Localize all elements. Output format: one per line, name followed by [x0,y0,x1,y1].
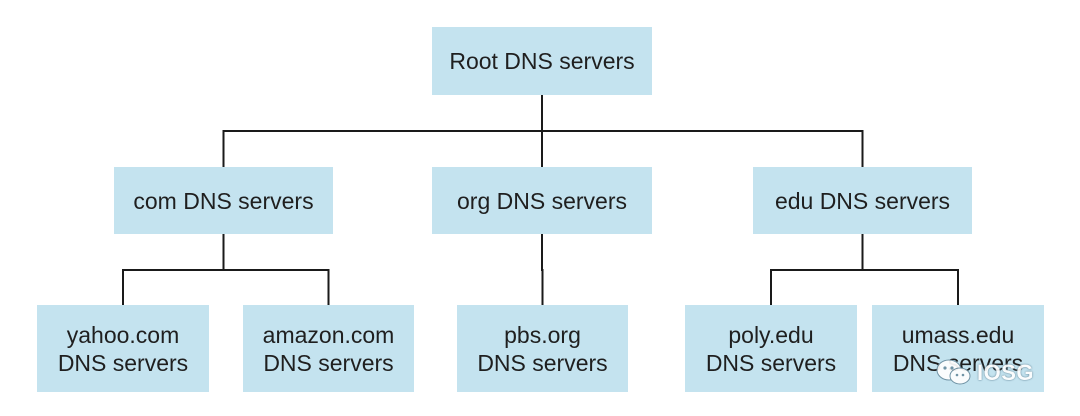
org-dns-servers-node: org DNS servers [432,167,652,234]
edu-dns-servers-node: edu DNS servers [753,167,972,234]
umass-domain-label: umass.edu [901,321,1015,348]
edge-edu-to-poly [770,234,864,305]
pbs-servers-label: DNS servers [477,349,608,376]
watermark: IOSG [935,356,1050,390]
edge-org-to-pbs [541,234,544,305]
com-dns-servers-node: com DNS servers [114,167,333,234]
poly-domain-label: poly.edu [728,321,814,348]
edge-root-to-edu [541,95,864,167]
edge-com-to-amazon [222,234,330,305]
edu-dns-servers-label: edu DNS servers [774,187,951,214]
edge-com-to-yahoo [122,234,225,305]
com-dns-servers-label: com DNS servers [133,187,314,214]
yahoo-servers-label: DNS servers [57,349,189,376]
poly-servers-label: DNS servers [705,349,837,376]
amazon-domain-label: amazon.com [262,321,395,348]
amazon-dns-servers-node: amazon.com DNS servers [243,305,414,392]
org-dns-servers-label: org DNS servers [457,187,627,214]
edge-root-to-com [222,95,543,167]
wechat-icon [936,359,971,385]
root-dns-servers-label: Root DNS servers [449,48,635,74]
root-dns-servers-node: Root DNS servers [432,27,652,95]
yahoo-dns-servers-node: yahoo.com DNS servers [37,305,209,392]
yahoo-domain-label: yahoo.com [66,321,180,348]
edge-edu-to-umass [861,234,959,305]
poly-dns-servers-node: poly.edu DNS servers [685,305,857,392]
watermark-text: IOSG [977,360,1035,385]
amazon-servers-label: DNS servers [263,349,394,376]
pbs-dns-servers-node: pbs.org DNS servers [457,305,628,392]
pbs-domain-label: pbs.org [504,321,581,348]
